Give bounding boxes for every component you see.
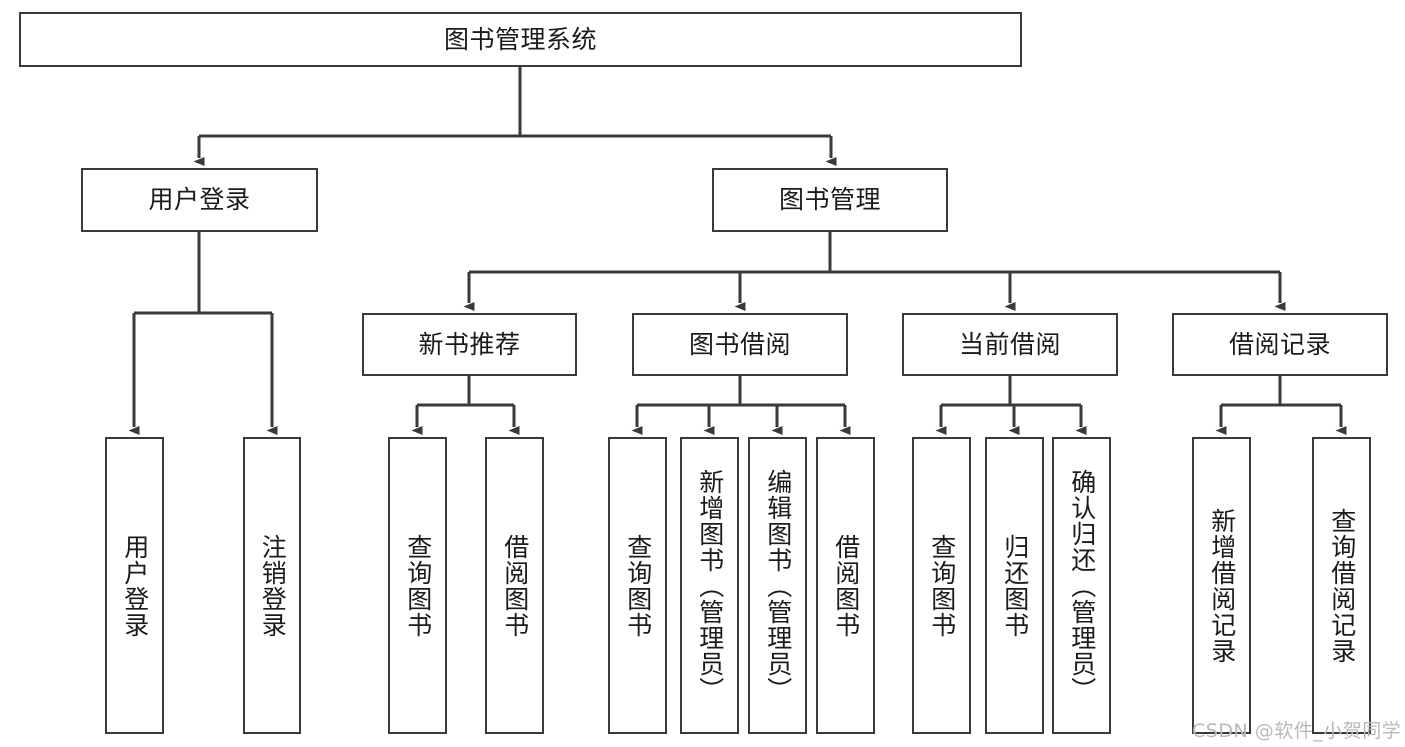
- leaf-borrow-book-newbook[interactable]: 借阅图书: [485, 437, 544, 734]
- node-book-management-label: 图书管理: [778, 185, 881, 215]
- node-user-login[interactable]: 用户登录: [81, 168, 318, 232]
- leaf-return-book[interactable]: 归还图书: [985, 437, 1044, 734]
- leaf-edit-book-admin-label: 编辑图书（管理员）: [763, 468, 793, 703]
- leaf-add-borrow-record-label: 新增借阅记录: [1207, 507, 1237, 664]
- node-root-label: 图书管理系统: [443, 24, 597, 54]
- leaf-query-book-newbook[interactable]: 查询图书: [388, 437, 447, 734]
- node-current-borrow[interactable]: 当前借阅: [902, 313, 1118, 376]
- leaf-confirm-return-admin[interactable]: 确认归还（管理员）: [1052, 437, 1111, 734]
- node-new-book-recommend[interactable]: 新书推荐: [362, 313, 577, 376]
- leaf-add-book-admin[interactable]: 新增图书（管理员）: [680, 437, 739, 734]
- leaf-query-book-current[interactable]: 查询图书: [912, 437, 971, 734]
- leaf-borrow-book-newbook-label: 借阅图书: [500, 533, 530, 638]
- leaf-edit-book-admin[interactable]: 编辑图书（管理员）: [748, 437, 807, 734]
- node-root[interactable]: 图书管理系统: [19, 12, 1022, 67]
- leaf-query-book-current-label: 查询图书: [927, 533, 957, 638]
- leaf-query-borrow-record-label: 查询借阅记录: [1327, 507, 1357, 664]
- leaf-user-login[interactable]: 用户登录: [105, 437, 164, 734]
- leaf-query-book-borrow[interactable]: 查询图书: [608, 437, 667, 734]
- node-book-management[interactable]: 图书管理: [712, 168, 948, 232]
- leaf-borrow-book-label: 借阅图书: [831, 533, 861, 638]
- leaf-query-book-borrow-label: 查询图书: [623, 533, 653, 638]
- csdn-watermark: CSDN @软件_小贺同学: [1192, 720, 1402, 742]
- leaf-return-book-label: 归还图书: [1000, 533, 1030, 638]
- leaf-add-borrow-record[interactable]: 新增借阅记录: [1192, 437, 1251, 734]
- leaf-query-book-newbook-label: 查询图书: [403, 533, 433, 638]
- leaf-borrow-book[interactable]: 借阅图书: [816, 437, 875, 734]
- node-user-login-label: 用户登录: [148, 185, 251, 215]
- leaf-add-book-admin-label: 新增图书（管理员）: [695, 468, 725, 703]
- node-book-borrow[interactable]: 图书借阅: [632, 313, 848, 376]
- leaf-user-login-label: 用户登录: [120, 533, 150, 638]
- node-new-book-recommend-label: 新书推荐: [418, 329, 521, 359]
- node-borrow-record[interactable]: 借阅记录: [1172, 313, 1388, 376]
- node-borrow-record-label: 借阅记录: [1228, 329, 1331, 359]
- leaf-logout[interactable]: 注销登录: [243, 437, 301, 734]
- node-book-borrow-label: 图书借阅: [688, 329, 791, 359]
- leaf-logout-label: 注销登录: [258, 533, 288, 638]
- leaf-confirm-return-admin-label: 确认归还（管理员）: [1067, 468, 1097, 703]
- leaf-query-borrow-record[interactable]: 查询借阅记录: [1312, 437, 1371, 734]
- node-current-borrow-label: 当前借阅: [958, 329, 1061, 359]
